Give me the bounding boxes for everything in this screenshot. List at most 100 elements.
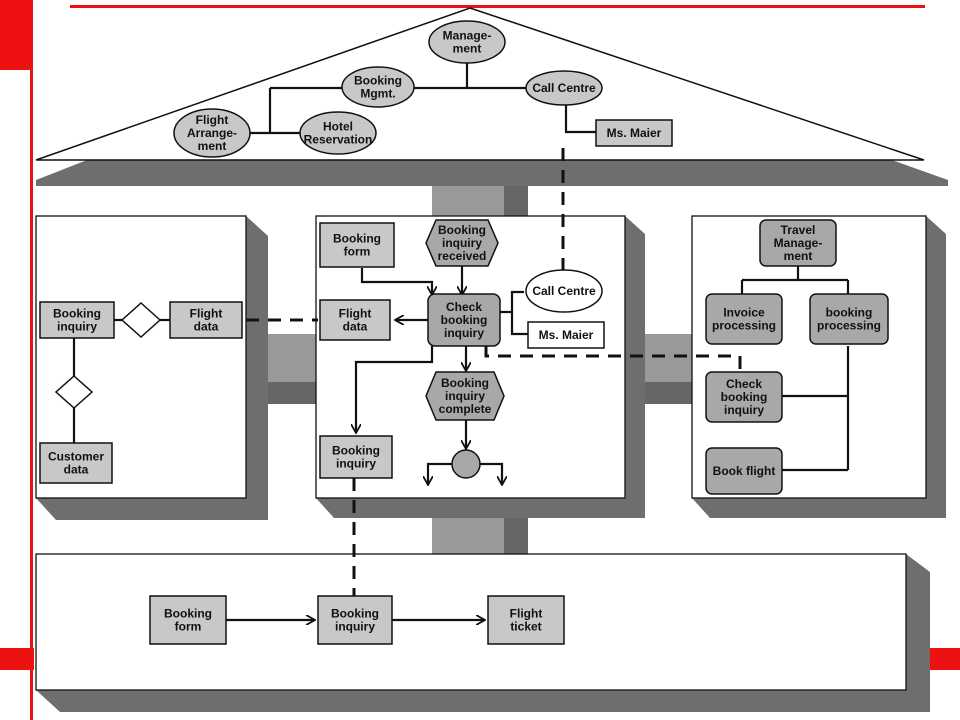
inquiry-complete-event[interactable] [425, 371, 505, 421]
check-booking-inquiry-function[interactable] [427, 293, 501, 347]
label-line: data [194, 320, 219, 334]
xor-connector[interactable] [451, 449, 481, 479]
booking-inquiry-node[interactable] [39, 301, 115, 339]
booking-inquiry-node-bottom[interactable] [317, 595, 393, 645]
label-line: inquiry [442, 236, 482, 250]
management-node[interactable] [428, 20, 506, 64]
red-corner-block [0, 0, 30, 70]
label-line: booking [826, 306, 873, 320]
flight-arrangement-node[interactable] [173, 108, 251, 158]
center-arrow-xor-right [480, 462, 502, 484]
relationship-diamond-2[interactable] [54, 374, 94, 410]
label-line: Customer [48, 450, 104, 464]
booking-processing-function[interactable] [809, 293, 889, 345]
connectors [72, 62, 850, 620]
center-arrow-xor-left [428, 462, 452, 484]
label-line: Booking [331, 607, 379, 621]
label-line: Travel [781, 223, 816, 237]
label-line: Flight [510, 607, 543, 621]
flight-data-node-center[interactable] [319, 299, 391, 341]
call-centre-node-center[interactable] [525, 269, 603, 313]
label-line: Booking [164, 607, 212, 621]
label-line: data [64, 463, 89, 477]
org-line-call-centre [564, 104, 596, 134]
hotel-reservation-node[interactable] [299, 111, 377, 155]
label-line: Booking [441, 376, 489, 390]
label-line: inquiry [336, 457, 376, 471]
label-line: Hotel [323, 120, 353, 134]
label-line: processing [712, 319, 776, 333]
center-line-check-to-roles [500, 290, 528, 336]
label-line: ment [784, 249, 813, 263]
call-centre-label: Call Centre [532, 81, 596, 95]
travel-management-function[interactable] [759, 219, 837, 267]
ms-maier-label: Ms. Maier [607, 126, 662, 140]
invoice-processing-function[interactable] [705, 293, 783, 345]
inquiry-received-event[interactable] [425, 219, 499, 267]
customer-data-node[interactable] [39, 442, 113, 484]
flight-data-node[interactable] [169, 301, 243, 339]
flight-ticket-node[interactable] [487, 595, 565, 645]
label-line: Call Centre [532, 284, 596, 298]
label-line: Booking [354, 74, 402, 88]
label-line: inquiry [444, 326, 484, 340]
ms-maier-node[interactable] [595, 119, 673, 147]
booking-mgmt-node[interactable] [341, 66, 415, 108]
label-line: Manage- [774, 236, 823, 250]
center-arrow-check-to-inquiry [356, 346, 434, 432]
booking-inquiry-node-center[interactable] [319, 435, 393, 479]
label-line: inquiry [445, 389, 485, 403]
label-line: Booking [332, 444, 380, 458]
label-line: Booking [333, 232, 381, 246]
relationship-diamond[interactable] [120, 301, 162, 339]
check-booking-inquiry-function-right[interactable] [705, 371, 783, 423]
label-line: received [438, 249, 487, 263]
label-line: form [344, 245, 371, 259]
book-flight-function[interactable] [705, 447, 783, 495]
label-line: processing [817, 319, 881, 333]
book-flight-label: Book flight [713, 464, 776, 478]
call-centre-node[interactable] [525, 70, 603, 106]
label-line: complete [439, 402, 492, 416]
bottom-panel-shadow [36, 554, 930, 712]
label-line: booking [441, 313, 488, 327]
ms-maier-label-center: Ms. Maier [539, 328, 594, 342]
ms-maier-node-center[interactable] [527, 321, 605, 349]
red-bottom-left-bar [0, 648, 34, 670]
booking-form-node[interactable] [319, 222, 395, 268]
label-line: inquiry [57, 320, 97, 334]
label-line: Flight [339, 307, 372, 321]
label-line: Flight [190, 307, 223, 321]
roof-section [35, 7, 948, 186]
booking-form-node-bottom[interactable] [149, 595, 227, 645]
label-line: Flight [196, 113, 229, 127]
dashed-check-to-right-panel [484, 346, 742, 372]
red-top-rule [70, 5, 925, 8]
red-vertical-rule [30, 0, 33, 720]
label-line: Check [446, 300, 482, 314]
label-line: Booking [53, 307, 101, 321]
label-line: Book flight [713, 464, 776, 478]
center-arrow-form-to-check [360, 268, 432, 294]
label-line: booking [721, 390, 768, 404]
label-line: Ms. Maier [539, 328, 594, 342]
